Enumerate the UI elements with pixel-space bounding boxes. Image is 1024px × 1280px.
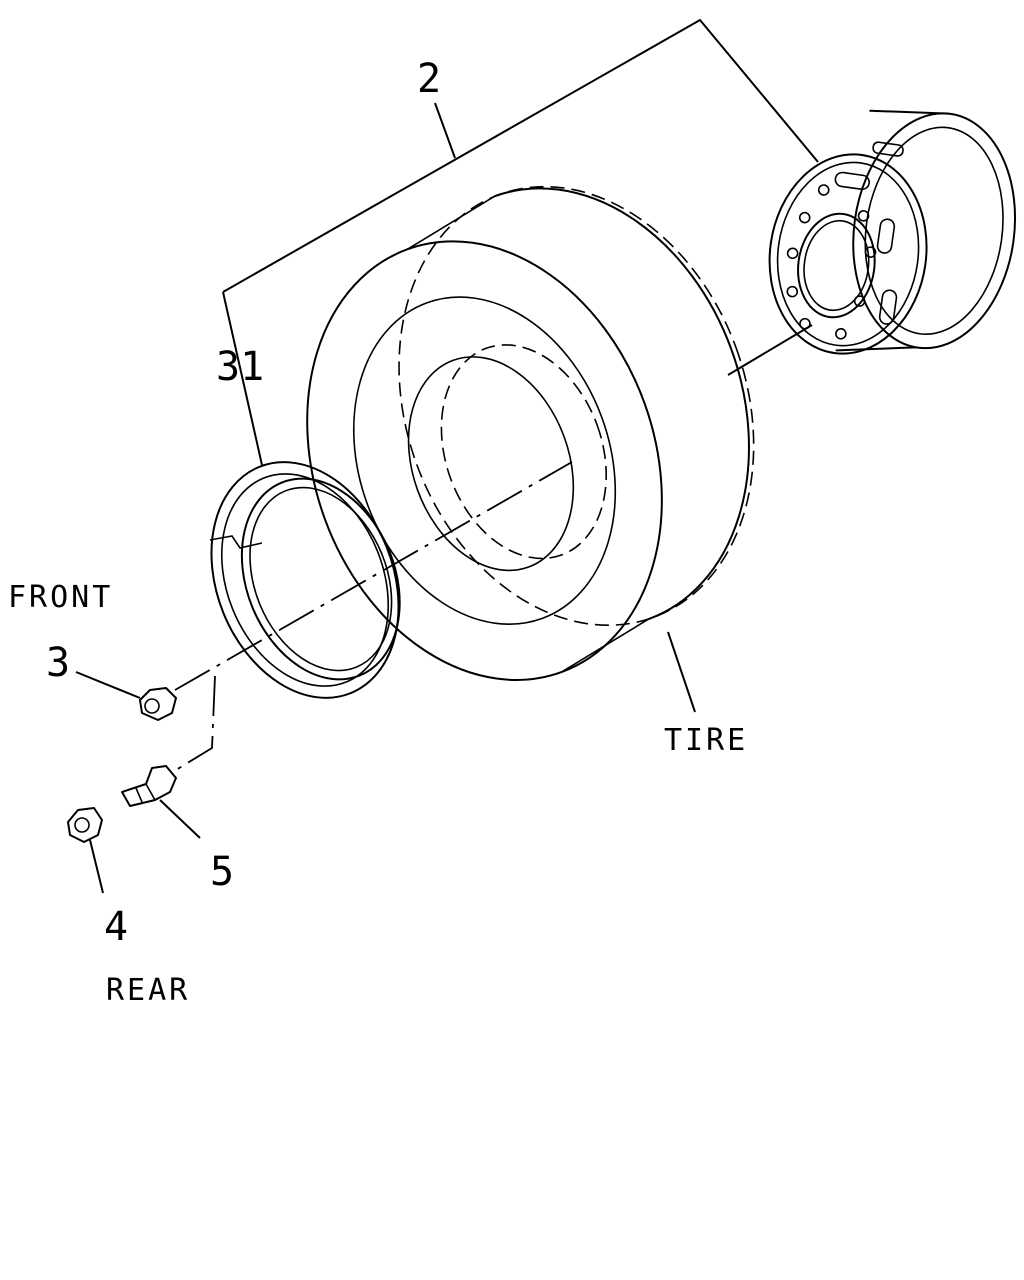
- label-rear: REAR: [106, 973, 190, 1008]
- callout-31: 31: [216, 344, 264, 390]
- stud: [121, 675, 216, 839]
- center-axis: [174, 461, 573, 691]
- nut-front: [75, 671, 177, 721]
- callout-4: 4: [104, 904, 128, 950]
- wheel-rim: [768, 109, 1017, 355]
- flap-notch: [209, 535, 263, 549]
- flap: [210, 461, 401, 699]
- label-tire: TIRE: [664, 723, 748, 758]
- axis-to-rim: [727, 324, 813, 376]
- callout-3: 3: [46, 640, 70, 686]
- nut-rear: [67, 807, 104, 894]
- label-front: FRONT: [8, 580, 113, 615]
- tire: [306, 185, 755, 681]
- callout-2: 2: [417, 56, 441, 102]
- callout-5: 5: [210, 849, 234, 895]
- assembly-bracket: [222, 18, 819, 466]
- tire-leader: [667, 631, 696, 713]
